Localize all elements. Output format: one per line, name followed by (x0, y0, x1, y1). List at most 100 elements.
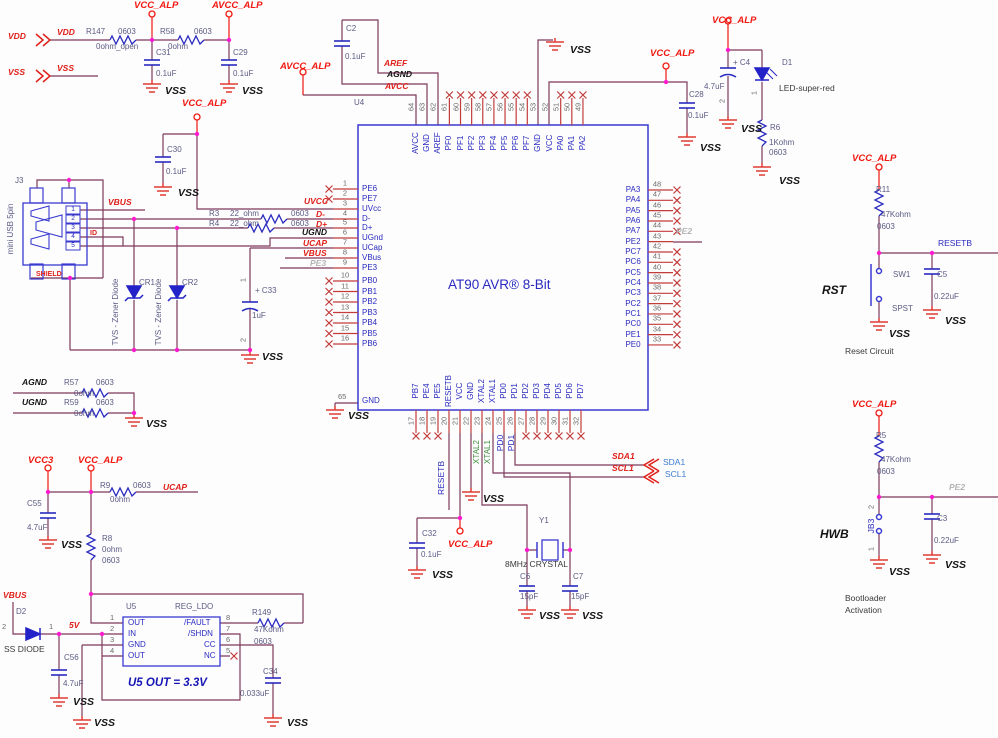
vss-txt-10: VSS (889, 328, 911, 340)
c34-ref: C34 (263, 667, 278, 676)
mcu-pin-name: RESETB (444, 374, 453, 408)
mcu-pin-name: PC6 (625, 257, 641, 267)
mcu-pin-name: PB1 (362, 286, 378, 296)
net-dminus: D- (316, 209, 325, 219)
power-stems (35, 17, 880, 528)
mcu-pin-number: 3 (342, 198, 348, 208)
vss-txt-11: VSS (945, 315, 967, 327)
net-ugnd-1: UGND (302, 227, 328, 237)
mcu-pin-name: PE2 (625, 236, 641, 246)
mcu-pin-number: 53 (528, 102, 538, 112)
net-pd1: PD1 (505, 434, 516, 452)
c4-val: 4.7uF (704, 82, 725, 91)
u5-type: REG_LDO (175, 602, 214, 611)
mcu-pin-name: PE1 (625, 329, 641, 339)
r59-val: 0ohm (74, 409, 95, 418)
mcu-pin-number: 51 (550, 102, 560, 112)
mcu-pin-name: VCC (544, 134, 554, 152)
usb-glyph (30, 205, 50, 222)
mcu-pin-number: 30 (549, 416, 559, 426)
vss-txt-22: VSS (94, 717, 116, 729)
diode-d2 (25, 626, 42, 642)
mcu-pin-name: PB7 (411, 383, 420, 399)
mcu-pin-number: 4 (342, 208, 348, 218)
c30-val: 0.1uF (166, 167, 187, 176)
mcu-pin-number: 45 (652, 210, 662, 220)
u5-num-8: 8 (226, 613, 231, 622)
mcu-pin-name: D- (362, 214, 371, 223)
mcu-pin-name: PC0 (625, 319, 641, 329)
mcu-pin-number: 35 (652, 313, 662, 323)
usb-pin-number: 2 (71, 214, 75, 222)
hwb-label: HWB (820, 527, 849, 541)
vss-txt-20: VSS (73, 696, 95, 708)
mcu-pin-number: 33 (652, 334, 662, 344)
mcu-pin-stubs (324, 90, 682, 441)
jb3-p2: 2 (866, 504, 876, 510)
mcu-pin-number: 14 (340, 312, 350, 322)
r57-ref: R57 (64, 378, 79, 387)
pwr-avcc-alp-1: AVCC_ALP (212, 0, 263, 11)
mcu-pin-number: 18 (417, 416, 427, 426)
u5-num-1: 1 (110, 613, 115, 622)
mcu-pin-name: PA2 (577, 135, 587, 151)
mcu-pin-name: PE6 (362, 184, 378, 193)
vss-txt-13: VSS (945, 559, 967, 571)
jumper-pin (875, 513, 883, 521)
r3-fp: 0603 (291, 209, 309, 218)
mcu-pin-name: PD4 (543, 383, 552, 399)
u5-pin-cc: CC (204, 640, 216, 649)
mcu-pin-name: PD7 (576, 383, 585, 399)
c5-ref: C5 (937, 270, 948, 279)
mcu-pin-name: PE5 (433, 383, 442, 399)
u5-pin-gnd: GND (128, 640, 146, 649)
net-ugnd-2: UGND (22, 397, 48, 407)
mcu-pin-name: PC3 (625, 288, 641, 298)
d2-type: SS DIODE (4, 644, 45, 654)
mcu-pin-number: 57 (484, 102, 494, 112)
y1-ref: Y1 (539, 516, 549, 525)
net-dplus: D+ (316, 219, 328, 229)
mcu-pin-number: 59 (461, 102, 471, 112)
mcu-pin-number: 64 (406, 102, 416, 112)
pwr-vcc-alp-2: VCC_ALP (182, 98, 227, 109)
mcu-pin-name: XTAL1 (488, 379, 497, 403)
u5-pin-in: IN (128, 629, 136, 638)
mcu-pin-number: 16 (340, 333, 350, 343)
cr2-type: TVS - Zener Diode (154, 278, 163, 346)
mcu-pin-name: PA1 (566, 135, 576, 151)
mcu-pin-number: 25 (494, 416, 504, 426)
r5-fp: 0603 (877, 467, 895, 476)
mcu-pin-number: 12 (340, 291, 350, 301)
u5-num-5: 5 (226, 646, 231, 655)
r4-fp: 0603 (291, 219, 309, 228)
mcu-pin-name: PB4 (362, 318, 378, 327)
d1-p1: 1 (749, 90, 759, 96)
mcu-pin-name: PE7 (362, 194, 378, 203)
net-pe2-1: PE2 (949, 482, 966, 492)
vss-txt-5: VSS (146, 418, 168, 430)
jb3-p1: 1 (866, 546, 876, 552)
mcu-pin-name: PE0 (625, 339, 641, 349)
c3-val: 0.22uF (934, 536, 959, 545)
u5-pin-shdn: /SHDN (188, 629, 213, 638)
mcu-pin-number: 52 (539, 102, 549, 112)
d2-ref: D2 (16, 607, 27, 616)
r149-val: 47Kohm (254, 625, 284, 634)
mcu-pin-number: 60 (450, 102, 460, 112)
c29-ref: C29 (233, 48, 248, 57)
r59-ref: R59 (64, 398, 79, 407)
r8-val: 0ohm (102, 545, 123, 554)
net-resetb-2: RESETB (435, 460, 446, 496)
c28-ref: C28 (689, 90, 704, 99)
r6-fp: 0603 (769, 148, 787, 157)
r4-ref: R4 (209, 219, 220, 228)
r9-fp: 0603 (133, 481, 151, 490)
net-pd0: PD0 (494, 434, 505, 452)
r11-val: 47Kohm (881, 210, 911, 219)
pwr-vcc3: VCC3 (28, 455, 54, 466)
pwr-vcc-alp-6: VCC_ALP (852, 399, 897, 410)
mcu-p65-num: 65 (338, 392, 347, 401)
c33-p2: 2 (238, 337, 248, 343)
c7-val: 15pF (571, 592, 590, 601)
